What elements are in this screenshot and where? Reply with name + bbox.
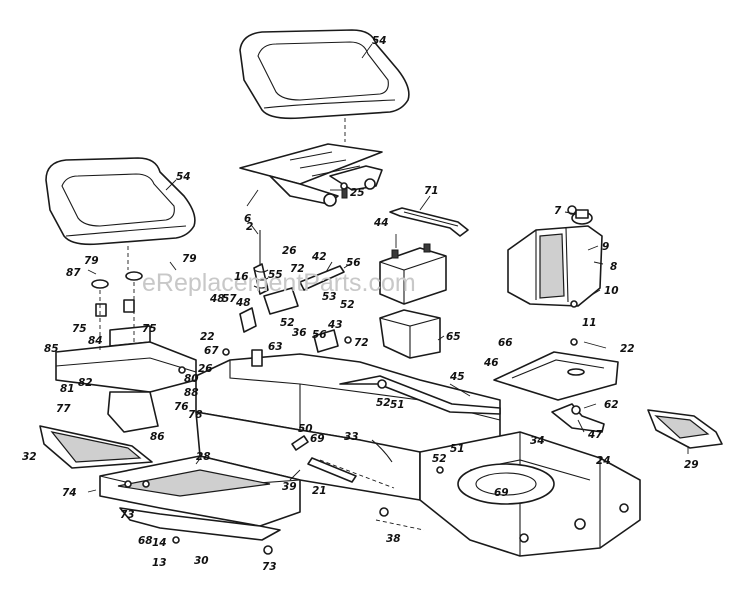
label-13: 13 xyxy=(152,557,167,569)
label-69-upper: 69 xyxy=(310,433,325,445)
label-77: 77 xyxy=(56,403,71,415)
label-85: 85 xyxy=(44,343,59,355)
label-68: 68 xyxy=(138,535,153,547)
label-82: 82 xyxy=(78,377,93,389)
label-16: 16 xyxy=(234,271,249,283)
label-73-right: 73 xyxy=(262,561,277,573)
label-57: 57 xyxy=(222,293,237,305)
label-51-lower: 51 xyxy=(450,443,465,455)
steering-linkage xyxy=(239,230,501,483)
label-72-lower: 72 xyxy=(354,337,369,349)
left-seat xyxy=(45,157,196,246)
label-6: 6 xyxy=(244,213,251,225)
label-71: 71 xyxy=(424,185,439,197)
label-38: 38 xyxy=(386,533,401,545)
battery-tray xyxy=(379,309,441,359)
fuel-tank xyxy=(507,209,603,307)
label-26-upper: 26 xyxy=(282,245,297,257)
label-26-lower: 26 xyxy=(198,363,213,375)
label-63: 63 xyxy=(268,341,283,353)
pedal-arm xyxy=(551,403,605,433)
label-81: 81 xyxy=(60,383,75,395)
battery xyxy=(379,234,447,305)
label-2: 2 xyxy=(246,221,253,233)
label-34: 34 xyxy=(530,435,545,447)
watermark-text: eReplacementParts.com xyxy=(142,269,416,297)
label-46: 46 xyxy=(483,357,499,369)
label-8: 8 xyxy=(610,261,617,273)
label-32: 32 xyxy=(22,451,37,463)
label-75-left: 75 xyxy=(72,323,87,335)
label-72-upper: 72 xyxy=(290,263,305,275)
label-25: 25 xyxy=(350,187,365,199)
label-43: 43 xyxy=(327,319,343,331)
label-87: 87 xyxy=(66,267,81,279)
left-footrest xyxy=(39,425,153,469)
label-29: 29 xyxy=(684,459,699,471)
main-frame xyxy=(99,353,641,557)
label-50: 50 xyxy=(298,423,313,435)
label-51-center: 51 xyxy=(390,399,405,411)
label-78: 78 xyxy=(188,409,203,421)
label-55: 55 xyxy=(268,269,283,281)
right-footrest xyxy=(647,409,723,449)
label-11: 11 xyxy=(582,317,597,329)
label-21: 21 xyxy=(312,485,327,497)
label-65: 65 xyxy=(446,331,461,343)
label-62: 62 xyxy=(604,399,619,411)
label-88: 88 xyxy=(184,387,199,399)
label-80: 80 xyxy=(184,373,199,385)
label-47: 47 xyxy=(587,429,603,441)
label-33: 33 xyxy=(344,431,359,443)
label-39: 39 xyxy=(282,481,297,493)
label-30: 30 xyxy=(194,555,209,567)
label-52-center: 52 xyxy=(376,397,391,409)
label-74: 74 xyxy=(62,487,77,499)
label-24: 24 xyxy=(596,455,611,467)
label-76: 76 xyxy=(174,401,189,413)
label-66: 66 xyxy=(498,337,513,349)
label-54-upper-seat: 54 xyxy=(372,35,387,47)
label-22-right: 22 xyxy=(620,343,635,355)
label-45: 45 xyxy=(449,371,465,383)
battery-hold-down-rod xyxy=(389,207,469,237)
part-labels: 54 54 6 25 71 44 7 9 8 10 11 2 16 55 26 … xyxy=(22,35,699,573)
label-56-lower: 56 xyxy=(312,329,327,341)
label-52-upper: 52 xyxy=(340,299,355,311)
label-44: 44 xyxy=(373,217,389,229)
label-54-left-seat: 54 xyxy=(176,171,191,183)
label-9: 9 xyxy=(602,241,609,253)
label-52-lower: 52 xyxy=(432,453,447,465)
floor-plate xyxy=(493,351,619,401)
label-10: 10 xyxy=(604,285,619,297)
label-69-lower: 69 xyxy=(494,487,509,499)
label-79-left: 79 xyxy=(84,255,99,267)
leader-lines xyxy=(87,43,689,493)
label-28: 28 xyxy=(196,451,211,463)
hardware-bolts xyxy=(124,182,578,555)
label-56-upper: 56 xyxy=(346,257,361,269)
label-86: 86 xyxy=(150,431,165,443)
label-22-left: 22 xyxy=(200,331,215,343)
label-48-left: 48 xyxy=(209,293,225,305)
label-7: 7 xyxy=(554,205,562,217)
label-84: 84 xyxy=(88,335,103,347)
label-48-right: 48 xyxy=(235,297,251,309)
label-67: 67 xyxy=(204,345,219,357)
label-14: 14 xyxy=(152,537,167,549)
label-53: 53 xyxy=(322,291,337,303)
seat-suspension-assembly xyxy=(55,246,197,433)
label-42: 42 xyxy=(311,251,327,263)
label-36: 36 xyxy=(292,327,307,339)
label-79-right: 79 xyxy=(182,253,197,265)
label-52-mid: 52 xyxy=(280,317,295,329)
label-73-left: 73 xyxy=(120,509,135,521)
label-75-right: 75 xyxy=(142,323,157,335)
